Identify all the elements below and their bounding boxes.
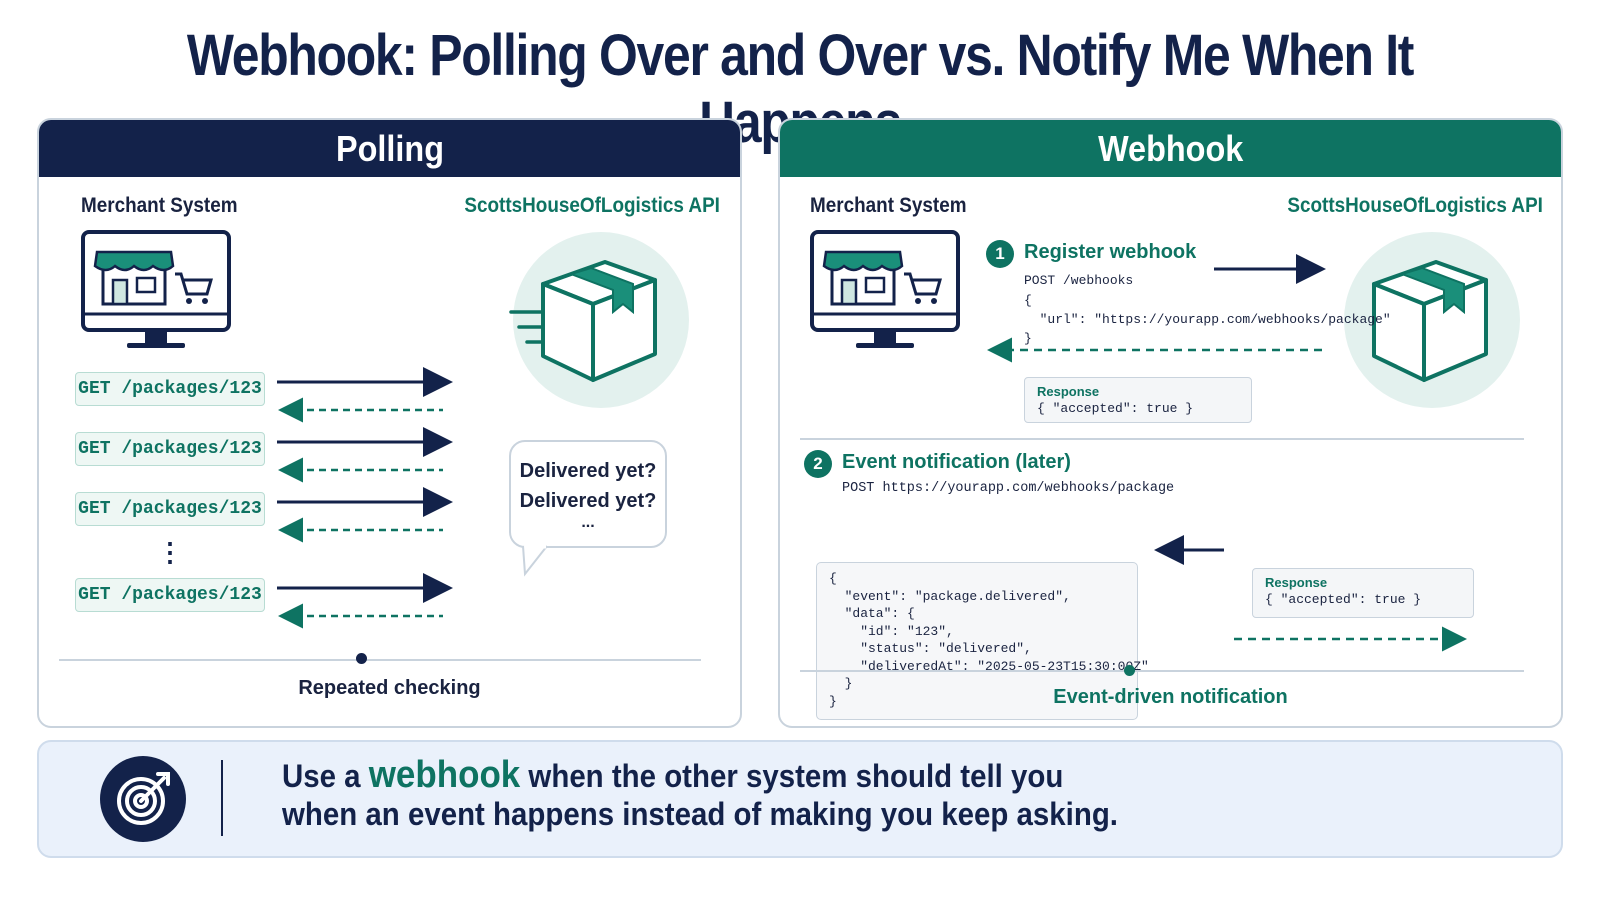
json-line: } xyxy=(829,676,853,691)
json-line: "deliveredAt": "2025-05-23T15:30:00Z" xyxy=(829,658,1149,674)
json-line: "id": "123", xyxy=(829,623,954,639)
step-1-response-box: Response { "accepted": true } xyxy=(1024,377,1252,423)
polling-api-label: ScottsHouseOfLogistics API xyxy=(464,194,720,217)
step-2-arrows xyxy=(1154,535,1467,652)
bubble-tail xyxy=(522,545,548,577)
json-line: { xyxy=(829,571,837,586)
polling-request-4: GET /packages/123 xyxy=(75,578,265,612)
summary-text: Use a webhook when the other system shou… xyxy=(282,756,1118,833)
summary-divider xyxy=(221,760,223,836)
summary-highlight: webhook xyxy=(368,754,521,796)
polling-arrow-pair-1 xyxy=(277,367,453,423)
step-2-response-box: Response { "accepted": true } xyxy=(1252,568,1474,618)
step-1-arrows xyxy=(987,254,1326,363)
step-2-response-value: { "accepted": true } xyxy=(1265,592,1422,607)
polling-client-label: Merchant System xyxy=(81,194,238,217)
polling-caption: Repeated checking xyxy=(298,677,481,699)
summary-prefix: Use a xyxy=(282,758,369,794)
polling-request-2: GET /packages/123 xyxy=(75,432,265,466)
json-line: "status": "delivered", xyxy=(829,641,1032,656)
webhook-bottom-divider xyxy=(800,670,1524,672)
polling-divider xyxy=(59,659,701,661)
bubble-line-3: ... xyxy=(581,514,595,531)
polling-request-1: GET /packages/123 xyxy=(75,372,265,406)
package-icon xyxy=(509,232,689,408)
webhook-header-label: Webhook xyxy=(1097,127,1244,169)
bubble-line-2: Delivered yet? xyxy=(519,490,657,512)
polling-header: Polling xyxy=(39,120,740,177)
json-line: } xyxy=(829,693,837,709)
webhook-panel: Webhook Merchant System ScottsHouseOfLog… xyxy=(778,118,1563,728)
webhook-api-label: ScottsHouseOfLogistics API xyxy=(1287,194,1543,217)
step-2-response-label: Response xyxy=(1265,575,1328,590)
bubble-line-1: Delivered yet? xyxy=(519,460,657,482)
summary-line1-rest: when the other system should tell you xyxy=(520,758,1064,794)
merchant-store-icon xyxy=(81,230,231,348)
polling-arrow-pair-3 xyxy=(277,487,453,543)
polling-divider-dot xyxy=(356,653,367,664)
step-2-badge: 2 xyxy=(804,450,832,478)
json-line: "data": { xyxy=(829,606,915,621)
webhook-divider-dot xyxy=(1124,665,1135,676)
step-1-response-label: Response xyxy=(1037,384,1100,399)
polling-panel: Polling Merchant System ScottsHouseOfLog… xyxy=(37,118,742,728)
polling-arrows xyxy=(277,367,453,629)
summary-banner: Use a webhook when the other system shou… xyxy=(37,740,1563,858)
merchant-store-icon xyxy=(810,230,960,348)
target-icon xyxy=(100,756,186,842)
step-1-request-line: POST /webhooks xyxy=(1024,273,1134,288)
step-1-response-value: { "accepted": true } xyxy=(1037,401,1194,416)
webhook-header: Webhook xyxy=(780,120,1561,177)
polling-speech-bubble: Delivered yet? Delivered yet? ... xyxy=(509,440,667,548)
webhook-step-divider xyxy=(800,438,1524,440)
polling-arrow-pair-2 xyxy=(277,427,453,483)
package-icon xyxy=(1344,232,1520,408)
step-1-body-line-1: { xyxy=(1024,293,1032,308)
polling-ellipsis: ⋮ xyxy=(157,537,183,567)
webhook-client-label: Merchant System xyxy=(810,194,967,217)
polling-arrow-pair-4 xyxy=(277,573,453,629)
step-2-request-line: POST https://yourapp.com/webhooks/packag… xyxy=(842,481,1175,496)
json-line: "event": "package.delivered", xyxy=(829,588,1071,604)
step-2-json-payload: { "event": "package.delivered", "data": … xyxy=(816,562,1149,720)
step-1-badge: 1 xyxy=(986,240,1014,268)
step-1-title: Register webhook xyxy=(1024,241,1197,263)
summary-line2: when an event happens instead of making … xyxy=(282,796,1118,832)
polling-header-label: Polling xyxy=(335,127,444,169)
step-2-title: Event notification (later) xyxy=(842,451,1071,473)
step-1-body-line-3: } xyxy=(1024,331,1032,346)
polling-request-3: GET /packages/123 xyxy=(75,492,265,526)
step-1-body-line-2: "url": "https://yourapp.com/webhooks/pac… xyxy=(1024,312,1391,327)
webhook-caption: Event-driven notification xyxy=(1053,686,1288,708)
